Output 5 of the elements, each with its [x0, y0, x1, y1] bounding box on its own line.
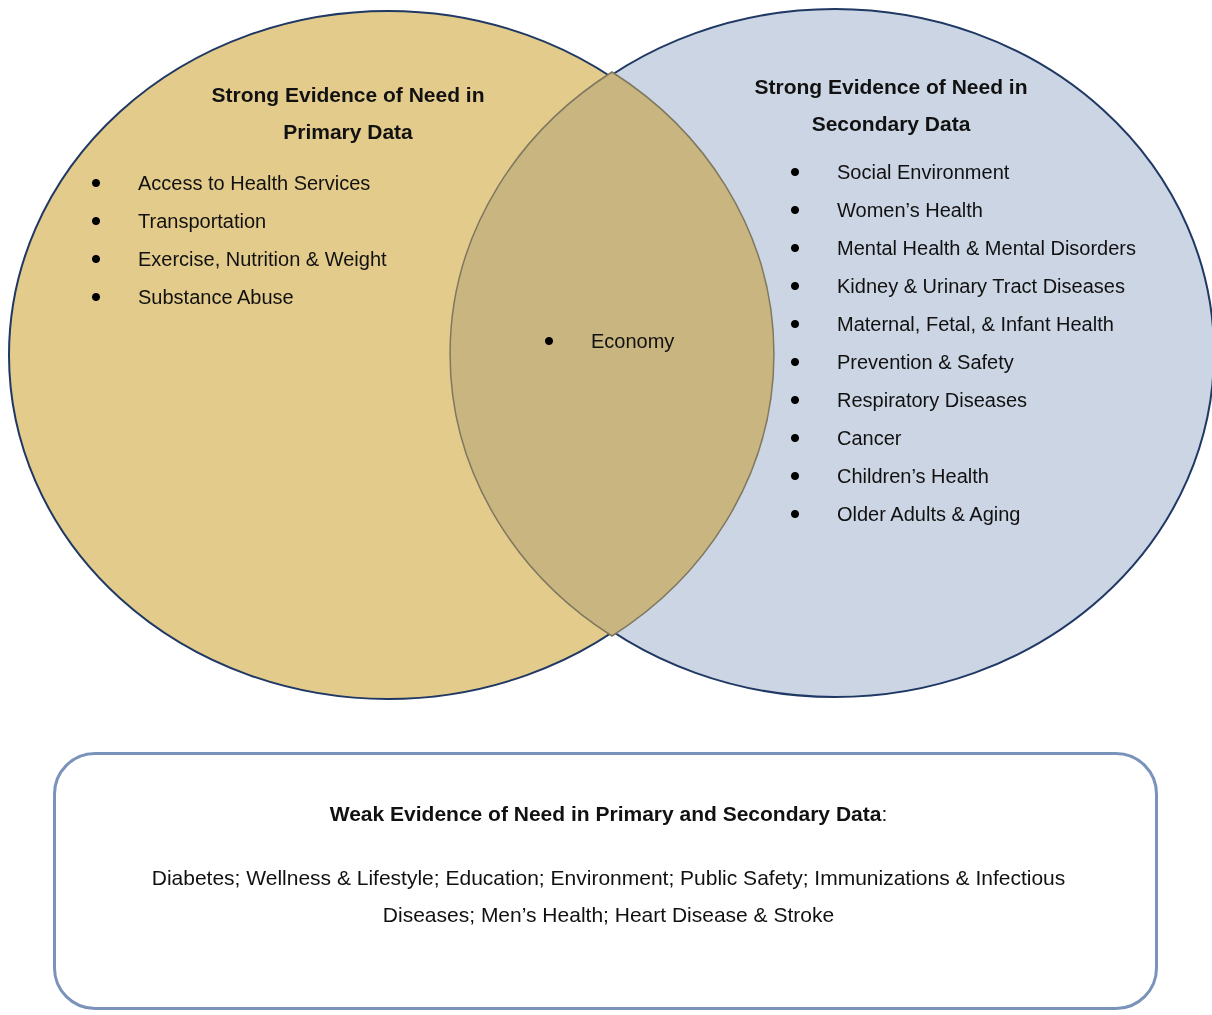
body-text: Diabetes; Wellness & Lifestyle; Education; Environment; Public Safety; Immunizations & Infectious Diseases; Men’s Health; Heart Disease & Stroke: [150, 865, 1067, 928]
summary-box: [53, 752, 1158, 1010]
heading: Strong Evidence of Need in Secondary Data: [753, 74, 1029, 137]
heading: Strong Evidence of Need in Primary Data: [210, 82, 486, 145]
heading: Weak Evidence of Need in Primary and Secondary Data:: [328, 801, 889, 827]
